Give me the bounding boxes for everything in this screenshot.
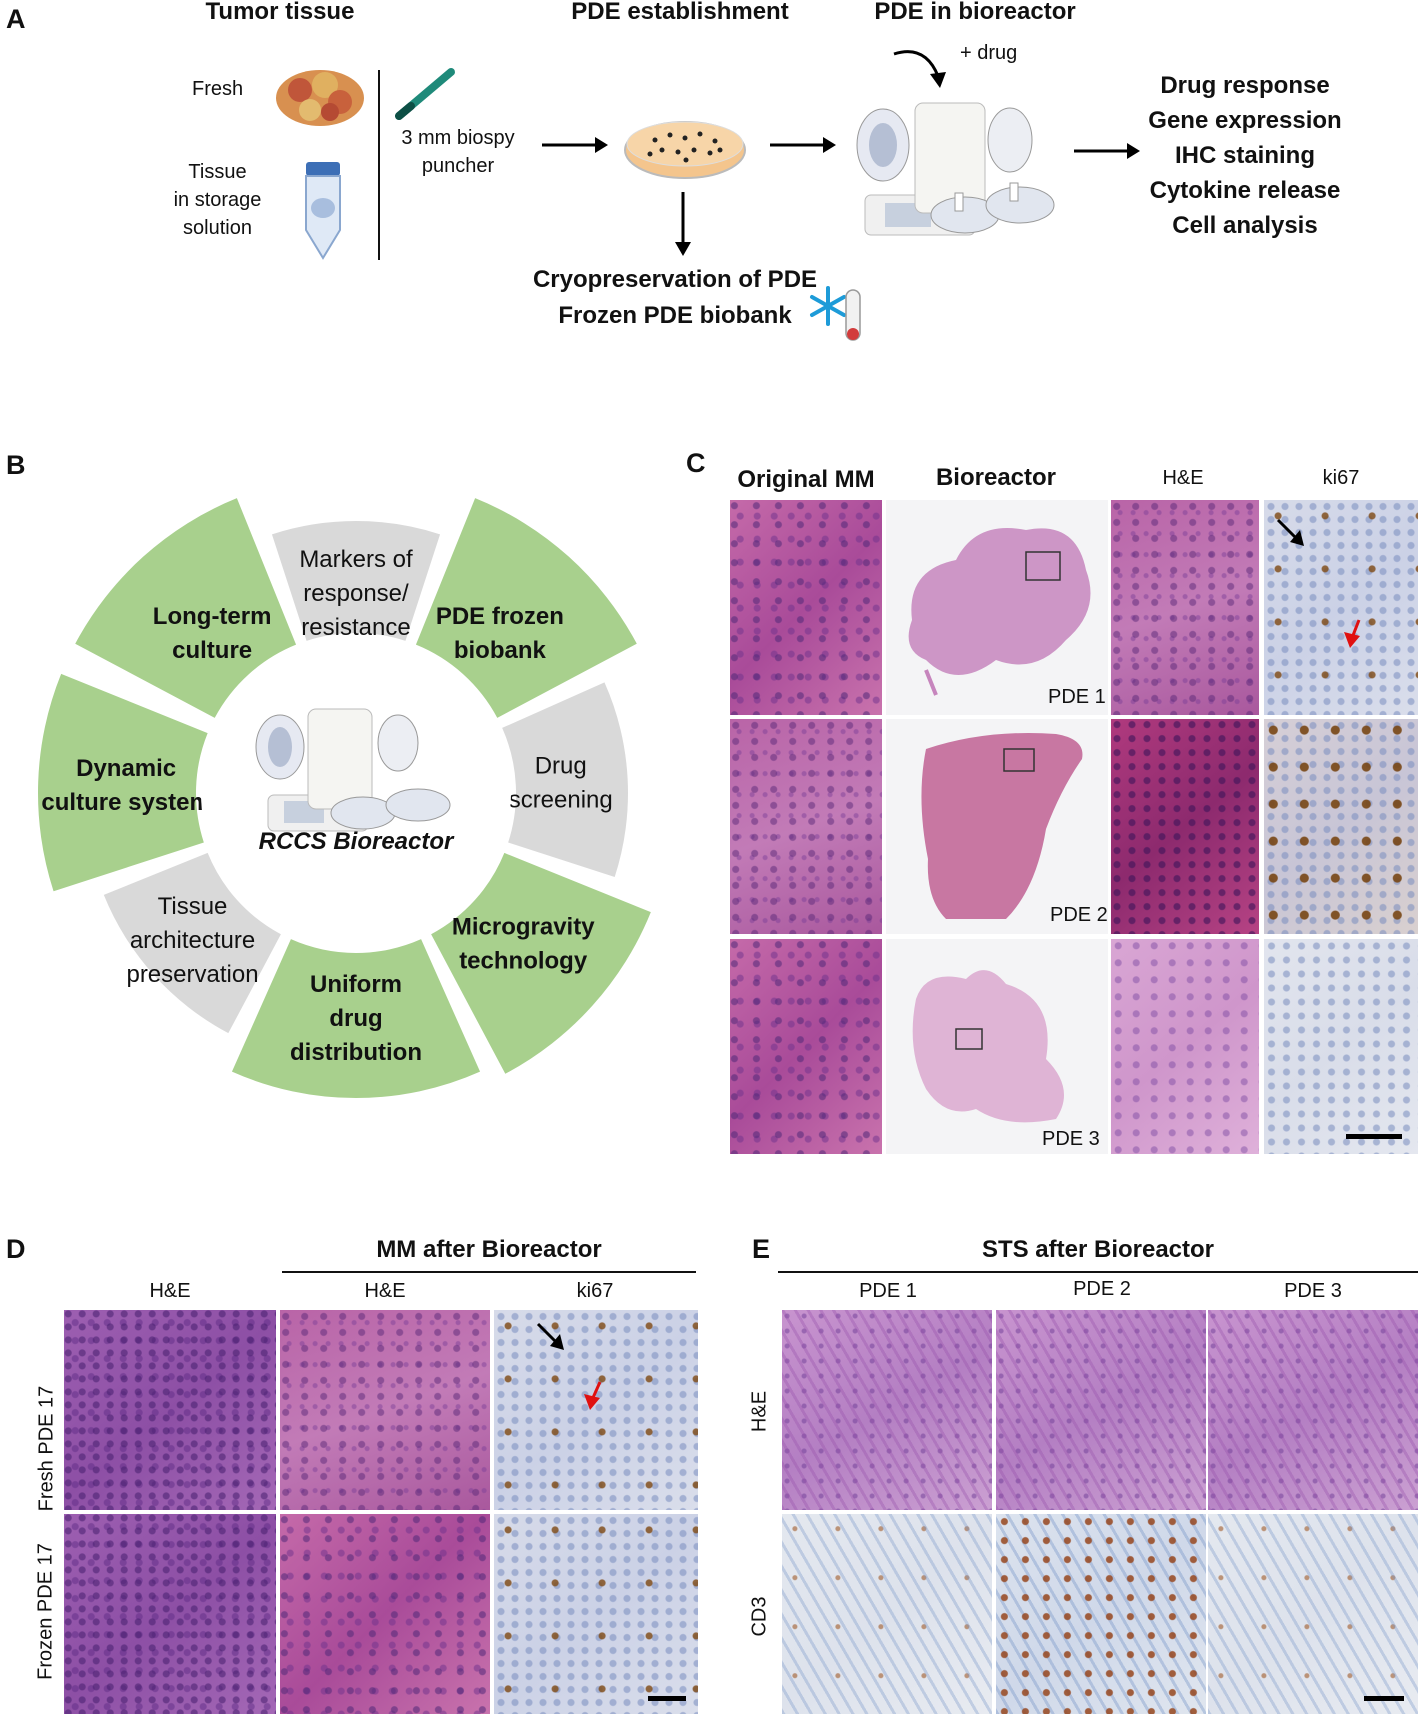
c-bioreactor-pde2 [886,719,1108,934]
output-gene-expression: Gene expression [1148,107,1342,134]
wheel-segment [37,673,208,892]
biopsy-puncher-icon [395,68,455,120]
fresh-tissue-image [276,70,364,126]
arrow-to-dish [542,137,608,153]
wheel-segment [271,521,441,641]
panel-d-letter: D [6,1234,26,1264]
e-col-pde3: PDE 3 [1284,1280,1342,1302]
drug-label: + drug [960,42,1018,64]
outputs-list: Drug response Gene expression IHC staini… [1130,68,1360,243]
col-original-mm: Original MM [737,466,875,493]
e-row-he: H&E [748,1390,771,1433]
e-col-pde2: PDE 2 [1073,1278,1131,1300]
output-drug-response: Drug response [1160,72,1330,99]
cryopreservation-label: Cryopreservation of PDE Frozen PDE bioba… [532,266,818,329]
c-original-pde2 [730,719,882,934]
bioreactor-device-image [856,102,1055,236]
e-he-pde2 [996,1310,1206,1510]
wheel-segment [431,852,651,1074]
output-cell-analysis: Cell analysis [1172,212,1318,239]
e-group-title: STS after Bioreactor [981,1236,1215,1263]
wheel-segment [231,939,481,1098]
panel-e-letter: E [752,1234,771,1264]
e-cd3-pde2 [996,1514,1206,1714]
d-row-frozen: Frozen PDE 17 [34,1543,57,1680]
snowflake-tube-icon [810,286,861,341]
e-col-pde1: PDE 1 [859,1280,917,1302]
c-bioreactor-pde3 [886,939,1108,1154]
rccs-device-image [255,708,451,832]
tumor-tissue-title: Tumor tissue [205,0,355,25]
d-fresh-bioreactor-he [280,1310,490,1510]
col-ki67: ki67 [1322,467,1360,489]
d-scale-bar [648,1696,686,1701]
d-fresh-ki67 [494,1310,698,1510]
e-scale-bar [1364,1696,1404,1701]
d-col-ki67: ki67 [576,1280,614,1302]
c-he-pde3 [1111,939,1259,1154]
wheel-segment [75,498,297,718]
fresh-label: Fresh [192,78,244,100]
c-original-pde3 [730,939,882,1154]
c-row-pde2: PDE 2 [1050,904,1108,926]
c-row-pde1: PDE 1 [1048,686,1106,708]
c-he-pde2 [1111,719,1259,934]
c-he-pde1 [1111,500,1259,715]
panel-c-letter: C [686,448,706,478]
biopsy-puncher-label: 3 mm biospy puncher [401,127,515,177]
e-he-pde3 [1208,1310,1418,1510]
pde-establishment-title: PDE establishment [571,0,789,25]
c-original-pde1 [730,500,882,715]
d-frozen-ki67 [494,1514,698,1714]
c-bioreactor-pde1 [886,500,1108,715]
e-row-cd3: CD3 [748,1596,771,1637]
rccs-center-label: RCCS Bioreactor [258,828,454,855]
c-scale-bar [1346,1134,1402,1139]
panel-b-letter: B [6,450,26,480]
wheel-segment [415,498,637,718]
output-cytokine-release: Cytokine release [1149,177,1341,204]
d-row-fresh: Fresh PDE 17 [35,1385,58,1512]
arrow-to-cryo [675,192,691,256]
e-cd3-pde3 [1208,1514,1418,1714]
c-ki67-pde1 [1264,500,1418,715]
d-col-he-2: H&E [364,1280,406,1302]
e-cd3-pde1 [782,1514,992,1714]
panel-a-letter: A [6,4,26,34]
wheel-segment [103,852,281,1034]
petri-dish-icon [624,121,746,179]
drug-arrow [893,50,946,88]
wheel-segment [502,682,629,878]
output-ihc-staining: IHC staining [1174,142,1315,169]
e-he-pde1 [782,1310,992,1510]
d-group-title: MM after Bioreactor [376,1236,602,1263]
d-fresh-he [64,1310,276,1510]
c-ki67-pde3 [1264,939,1418,1154]
c-ki67-pde2 [1264,719,1418,934]
pde-in-bioreactor-title: PDE in bioreactor [874,0,1076,25]
d-col-he-1: H&E [149,1280,191,1302]
storage-tube-icon [305,162,341,260]
col-he: H&E [1162,467,1204,489]
d-frozen-he [64,1514,276,1714]
d-frozen-bioreactor-he [280,1514,490,1714]
c-row-pde3: PDE 3 [1042,1128,1100,1150]
arrow-to-outputs [1074,143,1140,159]
tissue-storage-label: Tissue in storage solution [173,161,262,239]
arrow-to-bioreactor [770,137,836,153]
col-bioreactor: Bioreactor [935,464,1057,491]
